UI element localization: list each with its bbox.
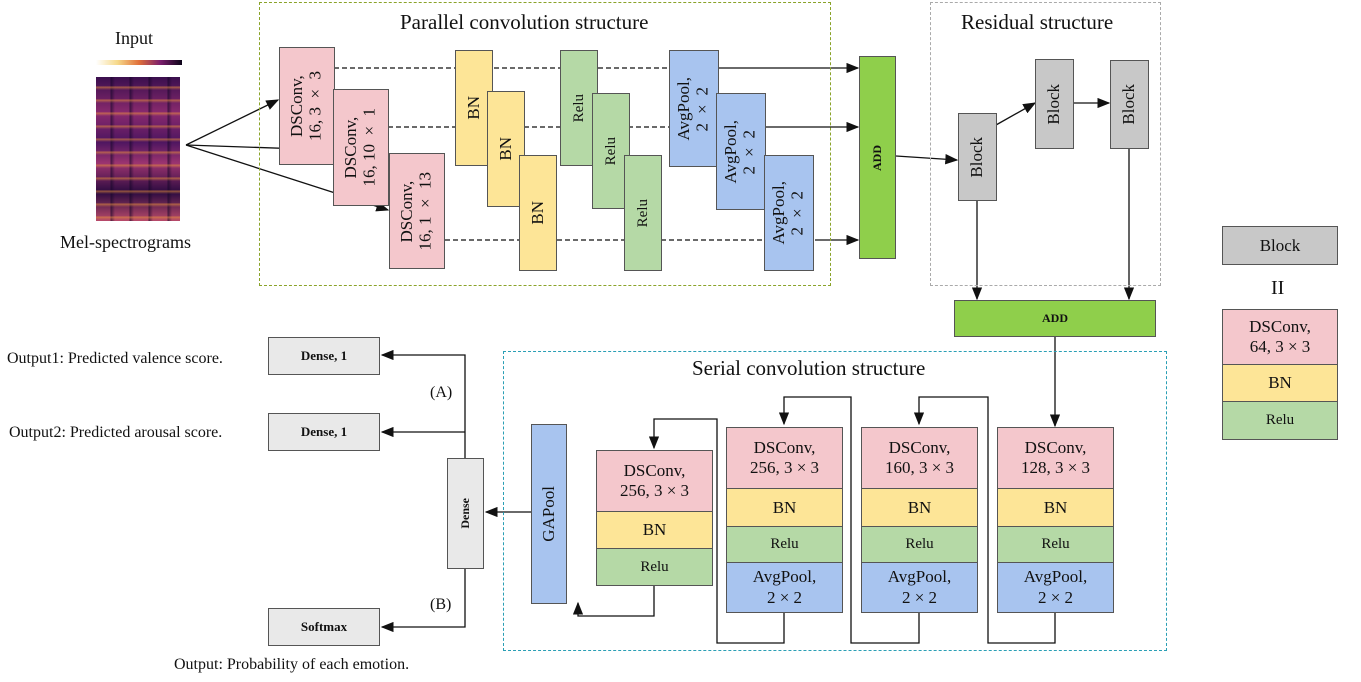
parallel-conv-2: DSConv, 16, 10 × 1 [333, 89, 389, 206]
parallel-relu-2: Relu [592, 93, 630, 209]
branch-b-label: (B) [430, 596, 452, 613]
serial-stage2-pool: AvgPool, 2 × 2 [726, 562, 843, 613]
parallel-relu-3: Relu [624, 155, 662, 271]
serial-stage1-relu: Relu [596, 548, 713, 586]
parallel-pool-1: AvgPool, 2 × 2 [669, 50, 719, 167]
serial-stage1-bn: BN [596, 511, 713, 549]
parallel-conv-3: DSConv, 16, 1 × 13 [389, 153, 445, 269]
residual-block-3: Block [1110, 60, 1149, 149]
legend-bn: BN [1222, 364, 1338, 402]
dense-output-valence: Dense, 1 [268, 337, 380, 375]
serial-stage3-relu: Relu [861, 526, 978, 563]
parallel-pool-3: AvgPool, 2 × 2 [764, 155, 814, 271]
legend-block: Block [1222, 226, 1338, 265]
residual-block-2: Block [1035, 59, 1074, 149]
serial-stage2-conv: DSConv, 256, 3 × 3 [726, 427, 843, 489]
residual-add: ADD [954, 300, 1156, 337]
serial-stage3-bn: BN [861, 488, 978, 527]
parallel-conv-1: DSConv, 16, 3 × 3 [279, 47, 335, 165]
serial-stage1-conv: DSConv, 256, 3 × 3 [596, 450, 713, 512]
parallel-structure-frame [259, 2, 831, 286]
output3-caption: Output: Probability of each emotion. [174, 656, 410, 673]
output2-caption: Output2: Predicted arousal score. [9, 424, 223, 441]
serial-stage4-conv: DSConv, 128, 3 × 3 [997, 427, 1114, 489]
dense-layer: Dense [447, 458, 484, 569]
serial-structure-title: Serial convolution structure [692, 356, 926, 380]
serial-stage4-pool: AvgPool, 2 × 2 [997, 562, 1114, 613]
parallel-structure-title: Parallel convolution structure [400, 10, 649, 34]
residual-structure-frame [930, 2, 1161, 286]
parallel-bn-3: BN [519, 155, 557, 271]
branch-a-label: (A) [430, 384, 453, 401]
softmax-output: Softmax [268, 608, 380, 646]
spectrogram-colorbar [96, 60, 182, 65]
serial-stage2-bn: BN [726, 488, 843, 527]
serial-stage4-relu: Relu [997, 526, 1114, 563]
parallel-add: ADD [859, 56, 896, 259]
dense-output-arousal: Dense, 1 [268, 413, 380, 451]
serial-structure-frame [503, 351, 1167, 651]
input-caption: Mel-spectrograms [60, 232, 191, 252]
residual-structure-title: Residual structure [961, 10, 1114, 34]
serial-stage3-conv: DSConv, 160, 3 × 3 [861, 427, 978, 489]
legend-conv: DSConv, 64, 3 × 3 [1222, 309, 1338, 365]
parallel-pool-2: AvgPool, 2 × 2 [716, 93, 766, 210]
serial-stage3-pool: AvgPool, 2 × 2 [861, 562, 978, 613]
serial-stage2-relu: Relu [726, 526, 843, 563]
output1-caption: Output1: Predicted valence score. [7, 350, 223, 367]
legend-relu: Relu [1222, 401, 1338, 440]
serial-stage4-bn: BN [997, 488, 1114, 527]
parallel-bn-2: BN [487, 91, 525, 207]
gapool-layer: GAPool [531, 424, 567, 604]
residual-block-1: Block [958, 113, 997, 201]
legend-equals: II [1271, 277, 1285, 299]
input-title: Input [115, 28, 153, 48]
mel-spectrogram-image [96, 77, 180, 221]
